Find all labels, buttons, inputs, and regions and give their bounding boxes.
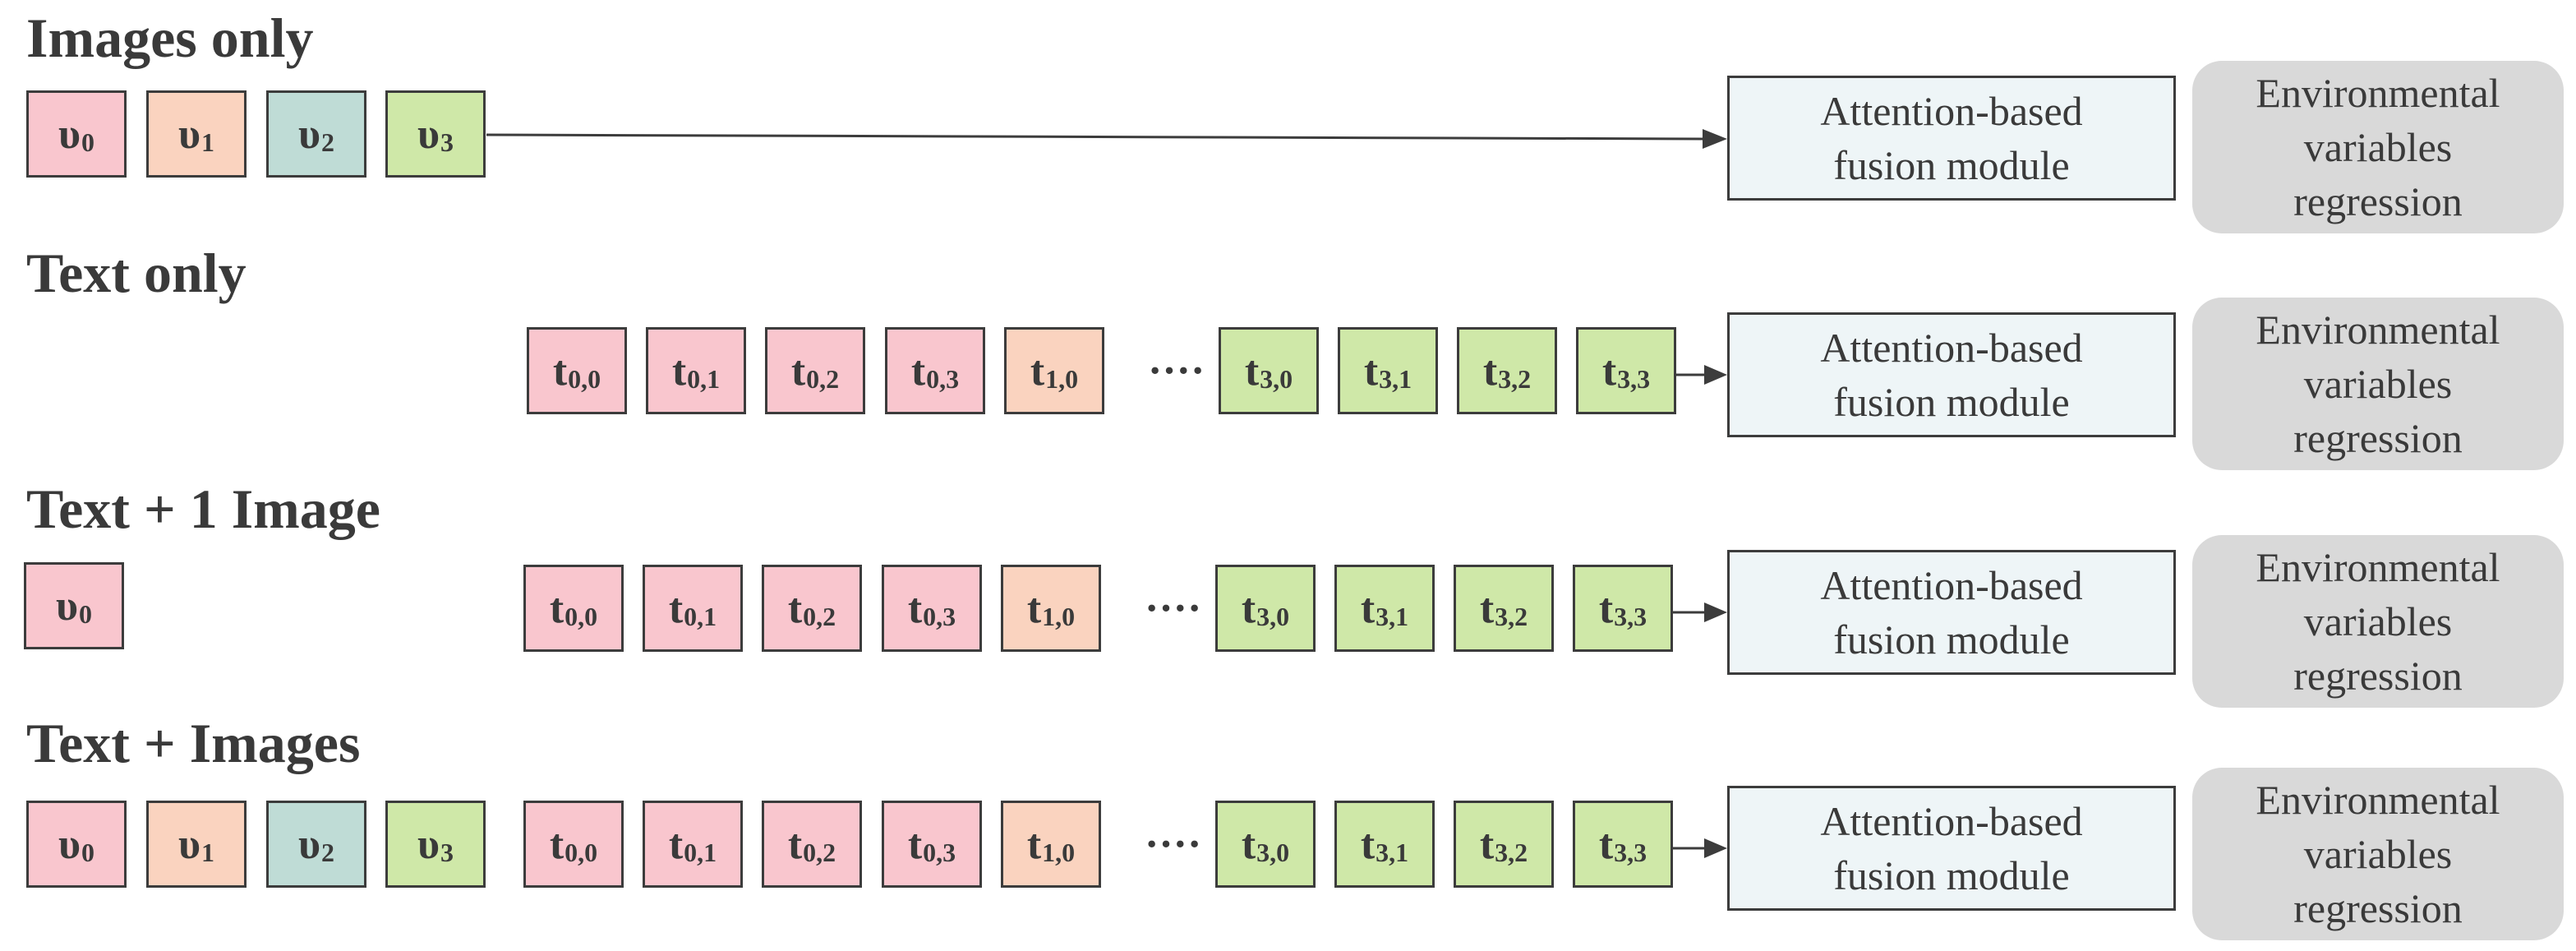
ellipsis: ····	[1145, 585, 1202, 632]
fusion-module-box: Attention-based fusion module	[1727, 786, 2176, 911]
ellipsis: ····	[1145, 821, 1202, 868]
flow-arrow	[1673, 602, 1727, 622]
fusion-module-box: Attention-based fusion module	[1727, 76, 2176, 201]
fusion-label-line1: Attention-based	[1820, 798, 2083, 844]
row-heading: Text only	[26, 242, 247, 304]
regression-label-line2: variables	[2303, 361, 2453, 407]
regression-label-line2: variables	[2303, 831, 2453, 877]
regression-label-line1: Environmental	[2256, 544, 2500, 590]
fusion-label-line1: Attention-based	[1820, 325, 2083, 371]
regression-label-line3: regression	[2293, 415, 2463, 461]
regression-box: Environmental variables regression	[2192, 61, 2564, 233]
fusion-label-line2: fusion module	[1833, 616, 2070, 662]
row-heading: Images only	[26, 7, 314, 69]
ellipsis: ····	[1148, 348, 1205, 395]
flow-arrow	[486, 129, 1727, 149]
flow-arrow	[1673, 838, 1727, 858]
row-heading: Text + 1 Image	[26, 478, 380, 540]
regression-label-line2: variables	[2303, 598, 2453, 644]
regression-box: Environmental variables regression	[2192, 768, 2564, 940]
row-heading: Text + Images	[26, 712, 361, 774]
fusion-label-line1: Attention-based	[1820, 562, 2083, 608]
fusion-label-line2: fusion module	[1833, 142, 2070, 188]
flow-arrow	[1676, 365, 1727, 385]
regression-label-line3: regression	[2293, 885, 2463, 931]
regression-label-line3: regression	[2293, 178, 2463, 224]
regression-label-line3: regression	[2293, 653, 2463, 699]
regression-box: Environmental variables regression	[2192, 535, 2564, 708]
regression-label-line1: Environmental	[2256, 307, 2500, 353]
fusion-label-line2: fusion module	[1833, 379, 2070, 425]
regression-label-line1: Environmental	[2256, 777, 2500, 823]
regression-box: Environmental variables regression	[2192, 298, 2564, 470]
fusion-module-box: Attention-based fusion module	[1727, 550, 2176, 675]
fusion-label-line2: fusion module	[1833, 852, 2070, 898]
fusion-module-box: Attention-based fusion module	[1727, 312, 2176, 437]
fusion-label-line1: Attention-based	[1820, 88, 2083, 134]
regression-label-line2: variables	[2303, 124, 2453, 170]
regression-label-line1: Environmental	[2256, 70, 2500, 116]
